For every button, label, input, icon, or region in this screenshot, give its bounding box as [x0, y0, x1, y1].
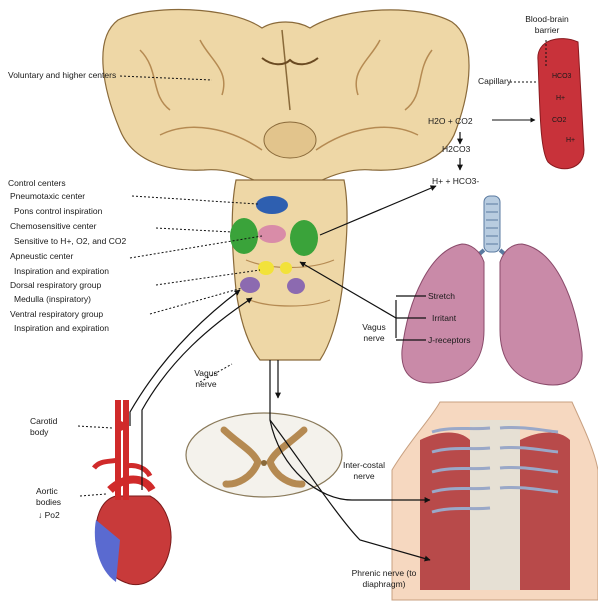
inspiration-expiration-label-2: Inspiration and expiration — [14, 323, 109, 334]
intercostal-nerve-label: Inter-costal nerve — [342, 460, 386, 481]
capillary-co2-label: CO2 — [552, 116, 566, 127]
ventral-respiratory-group-right — [287, 278, 305, 294]
heart — [94, 400, 171, 585]
sensitive-to-label: Sensitive to H+, O2, and CO2 — [14, 236, 126, 247]
capillary-h-label: H+ — [556, 94, 565, 105]
j-receptors-label: J-receptors — [428, 335, 471, 346]
equation-h2co3: H2CO3 — [442, 144, 470, 155]
phrenic-nerve-label: Phrenic nerve (to diaphragm) — [348, 568, 420, 589]
equation-h2o-co2: H2O + CO2 — [428, 116, 473, 127]
chemosensitive-label: Chemosensitive center — [10, 221, 96, 232]
vagus-nerve-lungs-label: Vagus nerve — [354, 322, 394, 343]
right-lung — [500, 244, 582, 385]
carotid-body-label: Carotid body — [30, 416, 78, 437]
chemosensitive-center-left — [230, 218, 258, 254]
pneumotaxic-center — [256, 196, 288, 214]
capillary-hco3-label: HCO3 — [552, 72, 571, 83]
equation-h-hco3: H+ + HCO3- — [432, 176, 479, 187]
vagus-nerve-heart-label: Vagus nerve — [186, 368, 226, 389]
inspiration-expiration-label-1: Inspiration and expiration — [14, 266, 109, 277]
aortic-bodies-label: Aortic bodies — [36, 486, 80, 507]
stretch-receptor-label: Stretch — [428, 291, 455, 302]
pneumotaxic-label: Pneumotaxic center — [10, 191, 85, 202]
chest-muscles — [392, 402, 598, 600]
pons-control-label: Pons control inspiration — [14, 206, 102, 217]
capillary-label: Capillary — [478, 76, 511, 87]
spinal-cord — [186, 413, 342, 497]
ventral-label: Ventral respiratory group — [10, 309, 103, 320]
medulla-label: Medulla (inspiratory) — [14, 294, 91, 305]
dorsal-respiratory-group-right — [280, 262, 292, 274]
chemosensitive-center-right — [290, 220, 318, 256]
dorsal-label: Dorsal respiratory group — [10, 280, 101, 291]
dorsal-respiratory-group — [258, 261, 274, 275]
ventral-respiratory-group — [240, 277, 260, 293]
cerebrum — [103, 10, 469, 182]
po2-label: ↓ Po2 — [38, 510, 60, 521]
voluntary-centers-label: Voluntary and higher centers — [8, 70, 118, 81]
capillary-h2-label: H+ — [566, 136, 575, 147]
blood-brain-barrier-label: Blood-brain barrier — [512, 14, 582, 35]
apneustic-center — [258, 225, 286, 243]
control-centers-heading: Control centers — [8, 178, 66, 189]
apneustic-label: Apneustic center — [10, 251, 73, 262]
irritant-receptor-label: Irritant — [432, 313, 456, 324]
